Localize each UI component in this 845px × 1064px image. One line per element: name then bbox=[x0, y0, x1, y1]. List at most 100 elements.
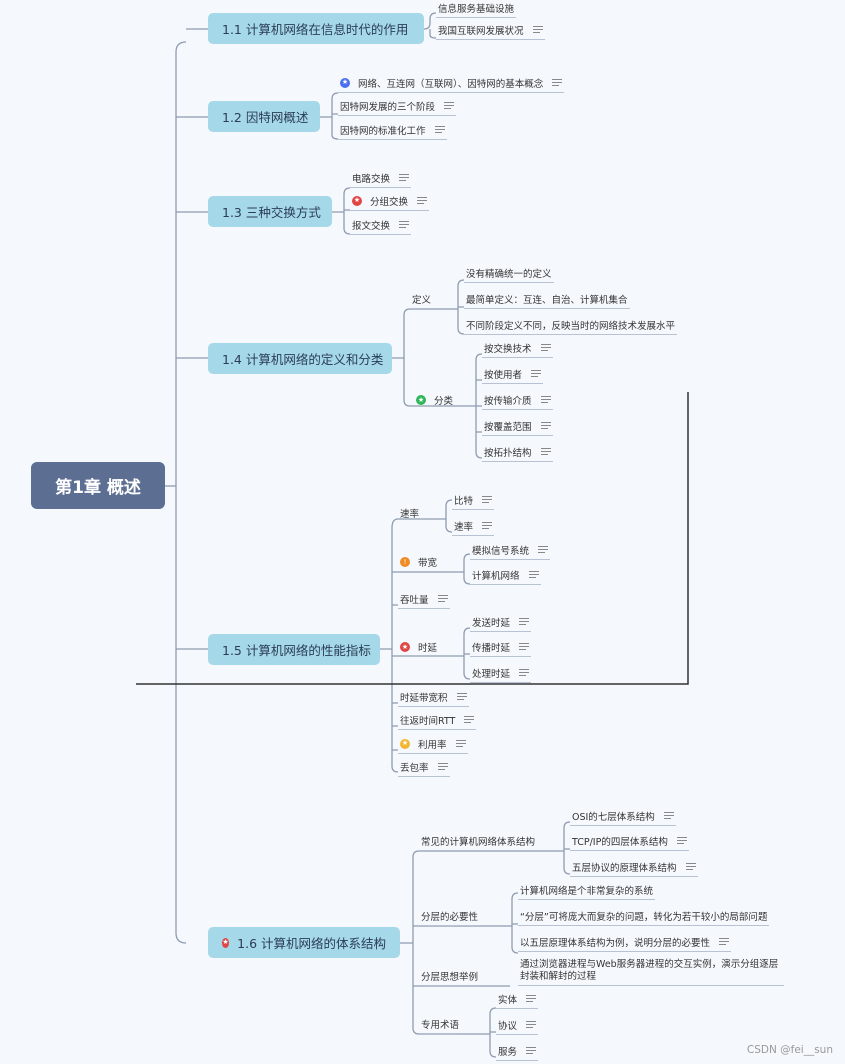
notes-icon[interactable] bbox=[399, 221, 410, 228]
notes-icon[interactable] bbox=[676, 837, 687, 844]
topic-rate[interactable]: 速率 bbox=[398, 503, 421, 523]
notes-icon[interactable] bbox=[540, 396, 551, 403]
topic-delay-item[interactable]: 处理时延 bbox=[470, 663, 532, 683]
topic-label: 专用术语 bbox=[421, 1019, 460, 1031]
topic-label: 没有精确统一的定义 bbox=[466, 268, 552, 280]
notes-icon[interactable] bbox=[532, 26, 543, 33]
notes-icon[interactable] bbox=[719, 938, 730, 945]
topic-label: 我国互联网发展状况 bbox=[438, 25, 524, 37]
notes-icon[interactable] bbox=[685, 863, 696, 870]
topic-message-switching[interactable]: 报文交换 bbox=[350, 215, 412, 235]
topic-throughput[interactable]: 吞吐量 bbox=[398, 589, 450, 609]
topic-def-item[interactable]: 最简单定义：互连、自治、计算机集合 bbox=[464, 289, 630, 309]
topic-arch-item[interactable]: TCP/IP的四层体系结构 bbox=[570, 831, 689, 851]
notes-icon[interactable] bbox=[519, 618, 530, 625]
topic-delay-item[interactable]: 发送时延 bbox=[470, 612, 532, 632]
notes-icon[interactable] bbox=[444, 102, 455, 109]
topic-classification[interactable]: ★分类 bbox=[414, 390, 455, 410]
topic-label: 速率 bbox=[400, 509, 420, 520]
topic-cls-item[interactable]: 按传输介质 bbox=[482, 390, 553, 410]
topic-china-internet[interactable]: 我国互联网发展状况 bbox=[436, 20, 545, 40]
topic-label: 因特网发展的三个阶段 bbox=[340, 101, 436, 113]
topic-layering-example[interactable]: 分层思想举例 bbox=[419, 966, 481, 986]
topic-cls-item[interactable]: 按覆盖范围 bbox=[482, 416, 553, 436]
notes-icon[interactable] bbox=[519, 669, 530, 676]
topic-three-stages[interactable]: 因特网发展的三个阶段 bbox=[338, 96, 457, 116]
notes-icon[interactable] bbox=[526, 1047, 537, 1054]
topic-bw-item[interactable]: 计算机网络 bbox=[470, 565, 541, 585]
topic-definition[interactable]: 定义 bbox=[410, 289, 433, 309]
topic-rate-item[interactable]: 速率 bbox=[452, 516, 495, 536]
notes-icon[interactable] bbox=[526, 995, 537, 1002]
topic-label: 因特网的标准化工作 bbox=[340, 125, 426, 137]
root-node[interactable]: 第1章 概述 bbox=[31, 462, 165, 509]
section-1-5[interactable]: 1.5 计算机网络的性能指标 bbox=[208, 634, 380, 665]
topic-need-item[interactable]: “分层”可将庞大而复杂的问题，转化为若干较小的局部问题 bbox=[518, 906, 770, 926]
topic-bw-item[interactable]: 模拟信号系统 bbox=[470, 540, 551, 560]
topic-circuit-switching[interactable]: 电路交换 bbox=[350, 168, 412, 188]
star-badge-blue-icon: ★ bbox=[340, 77, 350, 88]
topic-arch-item[interactable]: 五层协议的原理体系结构 bbox=[570, 857, 698, 877]
topic-def-item[interactable]: 不同阶段定义不同，反映当时的网络技术发展水平 bbox=[464, 315, 678, 335]
notes-icon[interactable] bbox=[456, 693, 467, 700]
topic-delay[interactable]: ★时延 bbox=[398, 637, 439, 657]
topic-arch-item[interactable]: OSI的七层体系结构 bbox=[570, 806, 676, 826]
notes-icon[interactable] bbox=[437, 595, 448, 602]
section-1-1[interactable]: 1.1 计算机网络在信息时代的作用 bbox=[208, 13, 424, 44]
notes-icon[interactable] bbox=[519, 643, 530, 650]
notes-icon[interactable] bbox=[528, 571, 539, 578]
topic-need-item[interactable]: 计算机网络是个非常复杂的系统 bbox=[518, 880, 656, 900]
topic-cls-item[interactable]: 按使用者 bbox=[482, 364, 544, 384]
notes-icon[interactable] bbox=[399, 174, 410, 181]
topic-terms[interactable]: 专用术语 bbox=[419, 1014, 462, 1034]
topic-rtt[interactable]: 往返时间RTT bbox=[398, 710, 477, 730]
section-1-3[interactable]: 1.3 三种交换方式 bbox=[208, 196, 332, 227]
notes-icon[interactable] bbox=[540, 422, 551, 429]
topic-rate-item[interactable]: 比特 bbox=[452, 490, 495, 510]
star-badge-green-icon: ★ bbox=[416, 395, 426, 405]
topic-label: 实体 bbox=[498, 994, 518, 1006]
topic-term-item[interactable]: 服务 bbox=[496, 1041, 539, 1061]
notes-icon[interactable] bbox=[434, 126, 445, 133]
topic-standardization[interactable]: 因特网的标准化工作 bbox=[338, 120, 447, 140]
topic-delay-bandwidth-product[interactable]: 时延带宽积 bbox=[398, 687, 469, 707]
notes-icon[interactable] bbox=[482, 496, 493, 503]
topic-packet-switching[interactable]: ★分组交换 bbox=[350, 191, 430, 211]
topic-label: 服务 bbox=[498, 1046, 518, 1058]
notes-icon[interactable] bbox=[552, 79, 563, 86]
section-1-2[interactable]: 1.2 因特网概述 bbox=[208, 101, 320, 132]
topic-bandwidth[interactable]: !带宽 bbox=[398, 552, 439, 572]
topic-info-infrastructure[interactable]: 信息服务基础设施 bbox=[436, 0, 517, 18]
topic-basic-concepts[interactable]: ★网络、互连网（互联网）、因特网的基本概念 bbox=[338, 73, 565, 93]
topic-delay-item[interactable]: 传播时延 bbox=[470, 637, 532, 657]
topic-need-item[interactable]: 以五层原理体系结构为例，说明分层的必要性 bbox=[518, 932, 732, 952]
section-1-6[interactable]: ★ 1.6 计算机网络的体系结构 bbox=[208, 927, 400, 958]
topic-cls-item[interactable]: 按拓扑结构 bbox=[482, 442, 553, 462]
section-1-4[interactable]: 1.4 计算机网络的定义和分类 bbox=[208, 343, 392, 374]
topic-example-detail[interactable]: 通过浏览器进程与Web服务器进程的交互实例，演示分组逐层封装和解封的过程 bbox=[518, 958, 784, 986]
notes-icon[interactable] bbox=[531, 370, 542, 377]
topic-term-item[interactable]: 实体 bbox=[496, 989, 539, 1009]
topic-cls-item[interactable]: 按交换技术 bbox=[482, 338, 553, 358]
notes-icon[interactable] bbox=[464, 716, 475, 723]
topic-packet-loss[interactable]: 丢包率 bbox=[398, 757, 450, 777]
topic-label: 常见的计算机网络体系结构 bbox=[421, 837, 536, 848]
notes-icon[interactable] bbox=[417, 197, 428, 204]
notes-icon[interactable] bbox=[437, 763, 448, 770]
topic-def-item[interactable]: 没有精确统一的定义 bbox=[464, 263, 554, 283]
notes-icon[interactable] bbox=[455, 740, 466, 747]
topic-term-item[interactable]: 协议 bbox=[496, 1015, 539, 1035]
notes-icon[interactable] bbox=[540, 448, 551, 455]
notes-icon[interactable] bbox=[526, 1021, 537, 1028]
notes-icon[interactable] bbox=[663, 812, 674, 819]
notes-icon[interactable] bbox=[540, 344, 551, 351]
notes-icon[interactable] bbox=[482, 522, 493, 529]
topic-label: 发送时延 bbox=[472, 617, 511, 629]
topic-layering-necessity[interactable]: 分层的必要性 bbox=[419, 906, 481, 926]
topic-utilization[interactable]: ★利用率 bbox=[398, 734, 468, 754]
notes-icon[interactable] bbox=[538, 546, 549, 553]
topic-label: OSI的七层体系结构 bbox=[572, 811, 655, 823]
topic-common-architectures[interactable]: 常见的计算机网络体系结构 bbox=[419, 831, 537, 851]
topic-label: 往返时间RTT bbox=[400, 715, 456, 727]
topic-label: 通过浏览器进程与Web服务器进程的交互实例，演示分组逐层封装和解封的过程 bbox=[520, 959, 779, 982]
